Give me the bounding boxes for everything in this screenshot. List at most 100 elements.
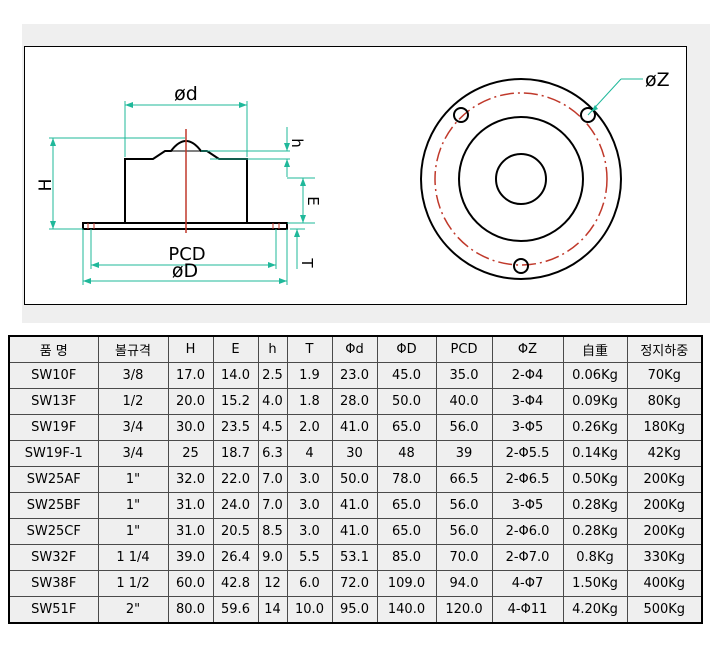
table-cell: 3-Φ5 — [491, 492, 564, 519]
table-cell: 72.0 — [331, 570, 378, 597]
table-cell: 0.06Kg — [562, 362, 628, 389]
table-cell: 42.8 — [212, 570, 259, 597]
table-cell: 4-Φ11 — [491, 596, 564, 624]
table-cell: 7.0 — [257, 492, 288, 519]
table-cell: 45.0 — [376, 362, 437, 389]
table-cell: 30.0 — [167, 414, 214, 441]
table-cell: SW51F — [8, 596, 99, 624]
table-cell: 0.8Kg — [562, 544, 628, 571]
drawing-panel: ød PCD øD H h E T øZ — [22, 24, 710, 323]
table-cell: 1 1/4 — [97, 544, 169, 571]
mount-hole-2 — [580, 107, 596, 123]
table-cell: 500Kg — [626, 596, 703, 624]
top-view: øZ — [420, 69, 670, 280]
table-cell: 109.0 — [376, 570, 437, 597]
dimension-lines — [49, 101, 315, 285]
table-cell: 56.0 — [435, 518, 493, 545]
table-cell: 50.0 — [331, 466, 378, 493]
header-D: ΦD — [376, 335, 437, 363]
header-Z: ΦZ — [491, 335, 564, 363]
table-cell: 28.0 — [331, 388, 378, 415]
table-cell: 41.0 — [331, 414, 378, 441]
table-cell: 17.0 — [167, 362, 214, 389]
table-cell: 1" — [97, 518, 169, 545]
table-cell: 0.14Kg — [562, 440, 628, 467]
table-cell: 3-Φ4 — [491, 388, 564, 415]
table-cell: 95.0 — [331, 596, 378, 624]
table-cell: SW10F — [8, 362, 99, 389]
table-cell: 2-Φ4 — [491, 362, 564, 389]
header-pcd: PCD — [435, 335, 493, 363]
table-cell: 6.3 — [257, 440, 288, 467]
table-cell: 2.5 — [257, 362, 288, 389]
table-cell: 80.0 — [167, 596, 214, 624]
table-cell: 4.0 — [257, 388, 288, 415]
table-cell: 56.0 — [435, 492, 493, 519]
table-cell: 70Kg — [626, 362, 703, 389]
table-cell: 14 — [257, 596, 288, 624]
table-cell: 53.1 — [331, 544, 378, 571]
label-T: T — [298, 257, 316, 268]
table-cell: 3.0 — [286, 466, 333, 493]
table-cell: 6.0 — [286, 570, 333, 597]
outer-circle — [420, 78, 622, 280]
table-cell: 1" — [97, 492, 169, 519]
z-arrow — [591, 105, 598, 112]
table-cell: SW25AF — [8, 466, 99, 493]
table-header-row: 품 명 볼규격 H E h T Φd ΦD PCD ΦZ 自重 정지하중 — [8, 335, 703, 363]
table-cell: 3.0 — [286, 492, 333, 519]
table-cell: 80Kg — [626, 388, 703, 415]
table-cell: 41.0 — [331, 492, 378, 519]
table-cell: 41.0 — [331, 518, 378, 545]
mount-hole-1 — [453, 107, 469, 123]
label-Z: øZ — [645, 69, 670, 91]
table-cell: 70.0 — [435, 544, 493, 571]
header-static-load: 정지하중 — [626, 335, 703, 363]
label-E: E — [304, 196, 322, 205]
table-cell: 26.4 — [212, 544, 259, 571]
table-cell: 30 — [331, 440, 378, 467]
table-cell: 65.0 — [376, 518, 437, 545]
header-T: T — [286, 335, 333, 363]
side-view: ød PCD øD H h E T — [36, 83, 322, 285]
technical-drawing: ød PCD øD H h E T øZ — [24, 46, 687, 305]
table-cell: 200Kg — [626, 518, 703, 545]
table-cell: 180Kg — [626, 414, 703, 441]
table-cell: 59.6 — [212, 596, 259, 624]
spec-table: 품 명 볼규격 H E h T Φd ΦD PCD ΦZ 自重 정지하중 SW1… — [8, 335, 703, 624]
table-cell: 0.26Kg — [562, 414, 628, 441]
table-cell: 1.9 — [286, 362, 333, 389]
table-cell: 2-Φ6.0 — [491, 518, 564, 545]
table-cell: 0.28Kg — [562, 518, 628, 545]
table-cell: 2-Φ6.5 — [491, 466, 564, 493]
table-cell: 8.5 — [257, 518, 288, 545]
header-H: H — [167, 335, 214, 363]
table-cell: 24.0 — [212, 492, 259, 519]
table-cell: 2.0 — [286, 414, 333, 441]
table-cell: 330Kg — [626, 544, 703, 571]
base-flange — [82, 222, 288, 230]
table-cell: 4.5 — [257, 414, 288, 441]
table-cell: 14.0 — [212, 362, 259, 389]
table-cell: 31.0 — [167, 518, 214, 545]
table-cell: 39 — [435, 440, 493, 467]
table-cell: 23.5 — [212, 414, 259, 441]
table-cell: 200Kg — [626, 466, 703, 493]
table-cell: SW38F — [8, 570, 99, 597]
table-cell: SW13F — [8, 388, 99, 415]
table-cell: 65.0 — [376, 492, 437, 519]
label-pcd: PCD — [168, 244, 205, 265]
table-cell: 5.5 — [286, 544, 333, 571]
table-cell: 120.0 — [435, 596, 493, 624]
table-cell: 3/4 — [97, 414, 169, 441]
dimension-arrows — [50, 102, 306, 284]
table-cell: SW19F — [8, 414, 99, 441]
header-h: h — [257, 335, 288, 363]
table-cell: 39.0 — [167, 544, 214, 571]
table-cell: 1" — [97, 466, 169, 493]
table-cell: 65.0 — [376, 414, 437, 441]
